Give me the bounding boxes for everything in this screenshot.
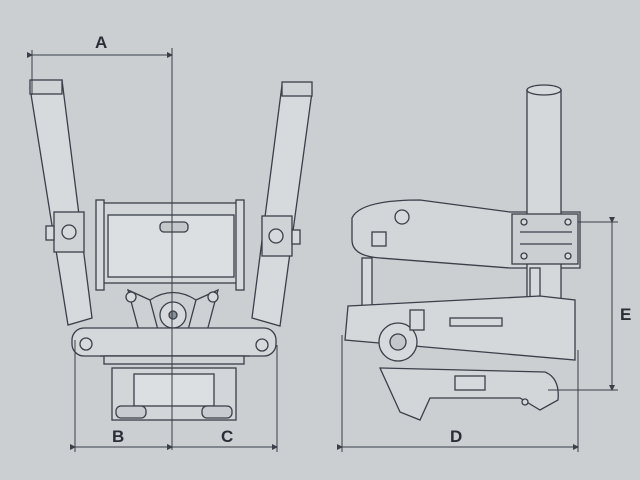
front-dimensions <box>27 48 278 452</box>
right-pivot-block <box>261 215 293 257</box>
lower-hitch-side <box>378 367 559 421</box>
dimension-label-a: A <box>95 33 107 52</box>
base-plate <box>71 327 277 357</box>
dimension-label-b: B <box>112 427 124 446</box>
dimension-label-c: C <box>221 427 233 446</box>
front-view <box>29 79 313 421</box>
side-view <box>344 84 581 421</box>
dimension-label-d: D <box>450 427 462 446</box>
dimension-label-e: E <box>620 305 631 324</box>
side-dimensions <box>337 217 618 452</box>
